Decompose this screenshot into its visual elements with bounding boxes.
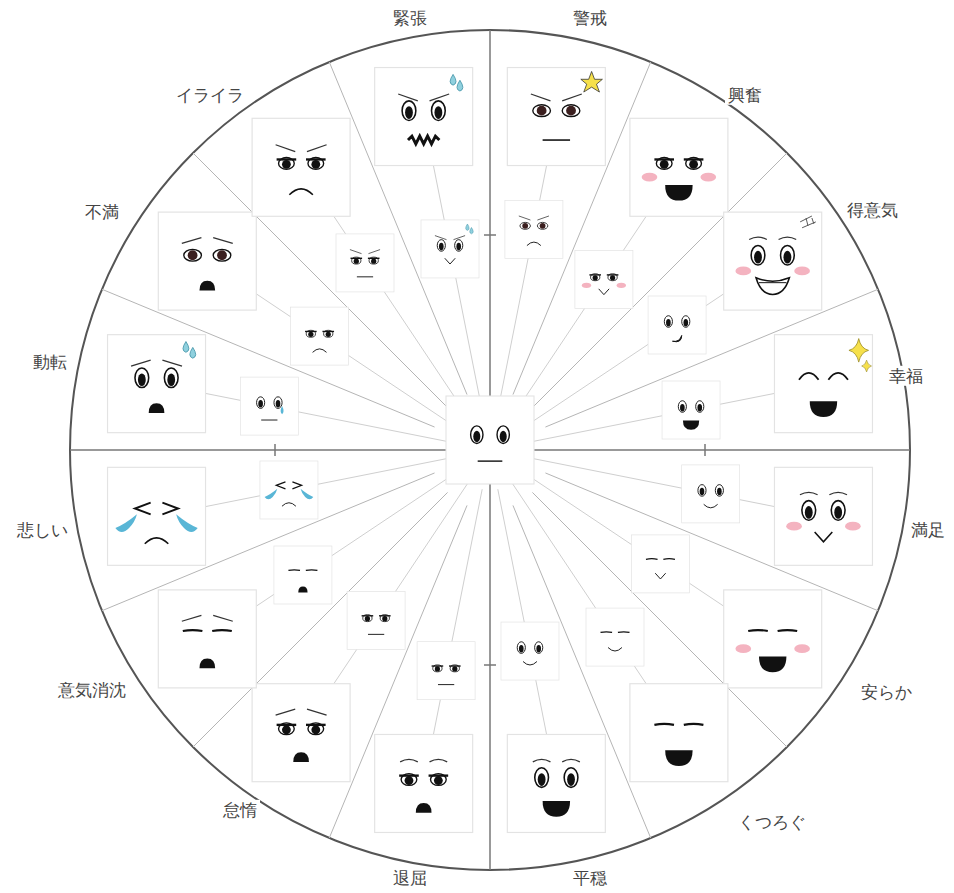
- axis-tick: [484, 664, 496, 666]
- face-icon: [446, 396, 534, 484]
- emotion-label: 幸福: [886, 366, 926, 386]
- face-icon: [158, 590, 256, 688]
- face-icon: [291, 307, 349, 365]
- sector-line: [489, 450, 491, 870]
- face-icon: [260, 461, 318, 519]
- emotion-label: 安らか: [858, 682, 915, 702]
- face-icon: [724, 212, 822, 310]
- face-icon: [421, 220, 479, 278]
- sector-line: [489, 30, 491, 450]
- face-icon: [682, 465, 740, 523]
- face-icon: [630, 118, 728, 216]
- face-icon: [662, 381, 720, 439]
- face-icon: [417, 642, 475, 700]
- face-icon: [336, 234, 394, 292]
- face-icon: [505, 200, 563, 258]
- face-icon: [575, 251, 633, 309]
- emotion-label: 緊張: [390, 8, 430, 28]
- emotion-label: 意気消沈: [55, 680, 129, 700]
- axis-tick: [704, 444, 706, 456]
- emotion-label: 平穏: [570, 868, 610, 888]
- face-icon: [274, 546, 332, 604]
- face-icon: [108, 335, 206, 433]
- face-icon: [240, 377, 298, 435]
- face-icon: [347, 591, 405, 649]
- face-icon: [108, 467, 206, 565]
- emotion-label: 悲しい: [14, 520, 71, 540]
- emotion-label: 怠惰: [220, 800, 260, 820]
- axis-tick: [274, 444, 276, 456]
- face-icon: [774, 467, 872, 565]
- sector-lines: [70, 30, 910, 870]
- emotion-label: 退屈: [390, 868, 430, 888]
- sector-line: [490, 449, 910, 451]
- emotion-label: 得意気: [844, 200, 901, 220]
- face-icon: [724, 590, 822, 688]
- emotion-label: 警戒: [570, 8, 610, 28]
- sector-line: [70, 449, 490, 451]
- face-icon: [507, 734, 605, 832]
- wheel-circle: [70, 30, 910, 870]
- face-icon: [501, 622, 559, 680]
- face-icon: [252, 118, 350, 216]
- emotion-label: 動転: [30, 352, 70, 372]
- emotion-label: 興奮: [725, 85, 765, 105]
- face-icon: [507, 68, 605, 166]
- emotion-label: 不満: [82, 202, 122, 222]
- face-icon: [375, 68, 473, 166]
- face-icon: [631, 535, 689, 593]
- face-icon: [630, 684, 728, 782]
- emotion-label: 満足: [908, 520, 948, 540]
- face-icon: [774, 335, 872, 433]
- face-icon: [648, 296, 706, 354]
- spokes: [157, 117, 824, 784]
- face-icon: [252, 684, 350, 782]
- emotion-label: イライラ: [173, 85, 247, 105]
- emotion-label: くつろぐ: [735, 812, 809, 832]
- face-icon: [158, 212, 256, 310]
- axis-tick: [484, 234, 496, 236]
- face-icon: [586, 608, 644, 666]
- face-icon: [375, 734, 473, 832]
